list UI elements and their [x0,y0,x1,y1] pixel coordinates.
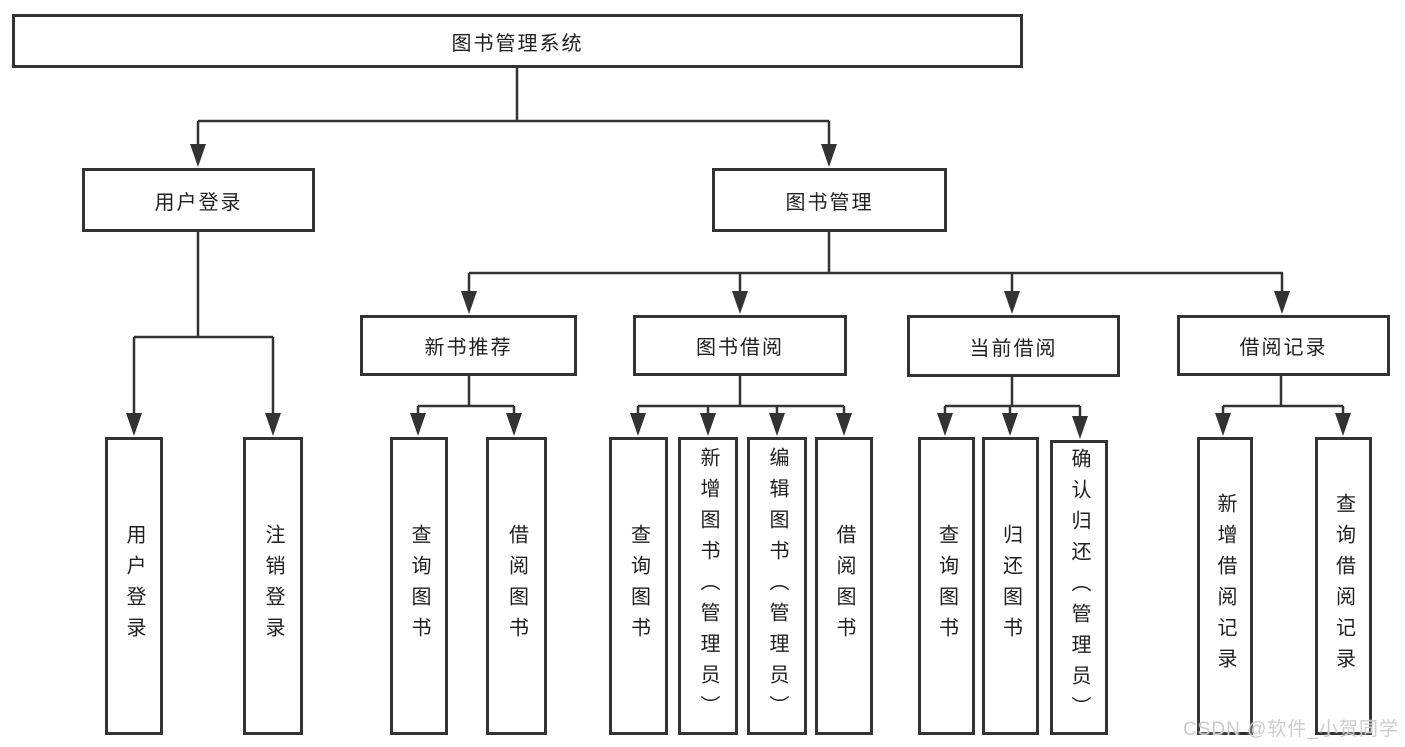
node-label: 用户登录 [154,191,243,214]
node-label: 借阅记录 [1239,337,1328,359]
leaf-confirm-return-admin: 确认归还（管理员） [1050,440,1108,735]
arrowhead [1274,291,1290,314]
node-new-book-recommend: 新书推荐 [360,315,577,376]
node-borrow-records: 借阅记录 [1177,315,1390,376]
node-current-borrow: 当前借阅 [907,315,1120,377]
leaf-return-books: 归还图书 [982,437,1039,735]
leaf-query-books-borrow: 查询图书 [609,437,668,735]
arrowhead [265,413,281,436]
leaf-logout: 注销登录 [243,437,303,735]
leaf-borrow-books-recommend: 借阅图书 [486,437,547,735]
node-label: 图书管理系统 [451,32,584,55]
node-label: 编辑图书（管理员） [766,446,788,726]
arrowhead [769,413,785,436]
connector-root-to-level2 [190,68,837,167]
leaf-edit-books-admin: 编辑图书（管理员） [747,437,807,735]
connector-book-borrow-branch [630,376,852,436]
node-label: 借阅图书 [833,524,855,648]
arrowhead [836,413,852,436]
leaf-add-books-admin: 新增图书（管理员） [678,437,738,735]
node-label: 归还图书 [999,524,1022,648]
arrowhead [126,413,142,436]
node-label: 图书管理 [785,191,874,214]
node-book-borrow: 图书借阅 [633,315,847,376]
leaf-user-login: 用户登录 [105,437,163,735]
csdn-watermark: CSDN @软件_小贺同学 [1183,719,1399,740]
arrowhead [732,291,748,314]
leaf-query-borrow-record: 查询借阅记录 [1315,437,1372,735]
leaf-query-books-recommend: 查询图书 [390,437,448,735]
arrowhead [937,413,953,436]
arrowhead [1215,413,1231,436]
node-label: 查询借阅记录 [1332,493,1355,679]
node-label: 查询图书 [627,524,650,648]
connector-borrow-records-branch [1215,376,1351,436]
node-label: 用户登录 [123,524,145,648]
connector-book-management-branch [461,232,1290,314]
node-label: 新书推荐 [424,337,513,359]
leaf-add-borrow-record: 新增借阅记录 [1197,437,1253,735]
arrowhead [630,413,646,436]
leaf-query-books-current: 查询图书 [918,437,975,735]
node-label: 注销登录 [262,524,284,648]
arrowhead [1335,413,1351,436]
node-book-management: 图书管理 [712,168,947,232]
node-user-login: 用户登录 [82,168,315,232]
connector-current-borrow-branch [937,377,1088,439]
node-root-library-management-system: 图书管理系统 [12,14,1023,68]
arrowhead [1004,291,1020,314]
node-label: 新增图书（管理员） [697,446,719,726]
arrowhead [700,413,716,436]
node-label: 当前借阅 [969,337,1058,360]
arrowhead [1002,413,1018,436]
arrowhead [1072,416,1088,439]
node-label: 图书借阅 [696,337,784,359]
node-label: 确认归还（管理员） [1068,448,1090,727]
leaf-borrow-books: 借阅图书 [815,437,873,735]
arrowhead [461,291,477,314]
connector-new-book-recommend-branch [410,376,522,436]
connector-user-login-branch [126,232,281,436]
arrowhead [190,144,206,167]
node-label: 查询图书 [408,524,430,648]
node-label: 查询图书 [935,524,958,648]
arrowhead [506,413,522,436]
node-label: 新增借阅记录 [1214,493,1236,679]
node-label: 借阅图书 [505,524,528,648]
arrowhead [410,413,426,436]
arrowhead [821,144,837,167]
